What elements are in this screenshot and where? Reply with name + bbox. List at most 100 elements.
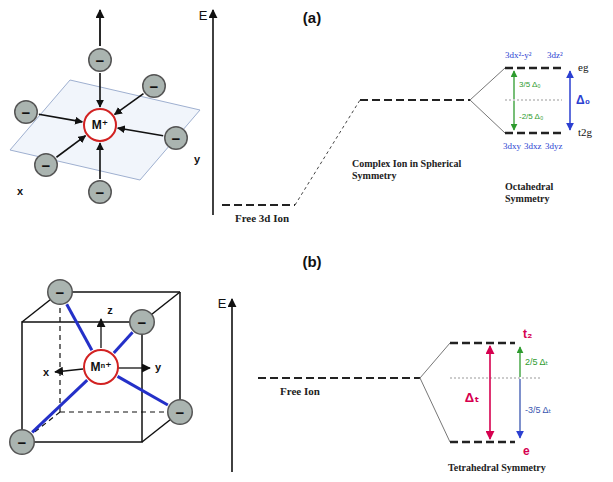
- z-axis: [99, 10, 101, 46]
- node-text: −: [96, 185, 105, 200]
- node-circle: [48, 280, 73, 305]
- t2g-level: [505, 132, 562, 135]
- split-arrow: [519, 379, 520, 438]
- ligand-charge: −: [164, 126, 188, 150]
- barycentre-line: [450, 378, 540, 379]
- diagram-label: z: [107, 304, 113, 317]
- diagram-label: (a): [303, 9, 321, 27]
- node-circle: [35, 154, 58, 177]
- connector: [32, 380, 87, 432]
- energy-level: [222, 204, 295, 206]
- node-text: −: [56, 285, 65, 300]
- node-circle: [168, 400, 193, 425]
- connector: [118, 376, 168, 405]
- node-text: M⁺: [92, 119, 108, 131]
- connector: [56, 136, 85, 158]
- diagram-label: 3dz²: [547, 50, 563, 61]
- node-circle: [10, 430, 35, 455]
- ligand-charge: −: [88, 180, 112, 204]
- diagram-label: E: [199, 8, 208, 24]
- diagram-label: 3dxz: [524, 141, 542, 152]
- ligand-charge: −: [142, 74, 166, 98]
- node-circle: [89, 49, 112, 72]
- ligand-charge: −: [47, 279, 73, 305]
- connector: [67, 304, 92, 350]
- ligand-charge: −: [14, 100, 38, 124]
- diagram-label: x: [17, 185, 23, 198]
- diagram-label: Octahedral Symmetry: [505, 181, 585, 205]
- energy-axis: [231, 299, 233, 472]
- node-circle: [15, 101, 38, 124]
- node-text: −: [150, 79, 159, 94]
- e-level: [450, 441, 515, 444]
- split-line: [420, 343, 450, 378]
- ligand-charge: −: [88, 48, 112, 72]
- node-circle: [89, 181, 112, 204]
- cube-edge: [60, 291, 180, 293]
- node-circle: [84, 350, 118, 384]
- node-circle: [84, 109, 116, 141]
- node-circle: [143, 75, 166, 98]
- node-text: −: [22, 105, 31, 120]
- connector: [99, 73, 101, 107]
- t2-level: [450, 342, 515, 345]
- diagram-label: Free 3d Ion: [235, 212, 289, 225]
- diagram-label: -2/5 Δ₀: [519, 112, 543, 122]
- split-arrow: [513, 101, 514, 130]
- node-text: −: [138, 315, 147, 330]
- diagram-label: E: [218, 296, 227, 312]
- diagram-label: 3/5 Δ₀: [519, 80, 541, 90]
- eg-level: [505, 67, 562, 70]
- diagram-label: (b): [302, 253, 321, 271]
- diagram-label: Free Ion: [280, 385, 320, 398]
- connector: [118, 128, 163, 136]
- energy-level: [258, 377, 420, 379]
- node-text: Mⁿ⁺: [90, 361, 111, 373]
- node-text: −: [42, 158, 51, 173]
- diagram-label: 2/5 Δₜ: [525, 357, 548, 368]
- connector: [114, 332, 133, 353]
- energy-level: [360, 99, 470, 101]
- diagram-label: 3dx²-y²: [505, 50, 531, 61]
- diagram-label: Δ₀: [576, 93, 590, 107]
- y-axis: [118, 367, 150, 368]
- connector: [39, 114, 82, 122]
- delta-arrow: [569, 71, 571, 130]
- diagram-label: Complex Ion in Spherical Symmetry: [352, 158, 467, 182]
- diagram-label: x: [43, 366, 49, 379]
- split-line: [470, 68, 505, 100]
- node-circle: [130, 310, 155, 335]
- diagram-label: y: [194, 153, 200, 166]
- xy-plane: [10, 80, 200, 180]
- split-line: [470, 100, 505, 133]
- z-axis: [100, 319, 101, 348]
- hidden-edge: [60, 411, 180, 412]
- hidden-edge: [59, 292, 60, 412]
- ligand-charge: −: [167, 399, 193, 425]
- diagram-label: eg: [578, 61, 588, 74]
- ligand-charge: −: [34, 153, 58, 177]
- ligand-charge: −: [9, 429, 35, 455]
- diagram-label: y: [155, 361, 161, 374]
- cube-edge: [179, 292, 181, 412]
- metal-ion: M⁺: [83, 108, 117, 142]
- connector: [115, 94, 144, 115]
- split-arrow: [513, 71, 514, 99]
- energy-axis: [212, 10, 214, 215]
- node-text: −: [18, 435, 27, 450]
- node-circle: [165, 127, 188, 150]
- x-axis: [55, 369, 83, 372]
- split-arrow: [519, 347, 520, 377]
- split-line: [420, 378, 450, 442]
- diagram-label: 3dyz: [545, 141, 563, 152]
- node-text: −: [96, 53, 105, 68]
- diagram-label: t₂: [523, 327, 532, 341]
- cube-front: [22, 322, 142, 442]
- metal-ion: Mⁿ⁺: [83, 349, 119, 385]
- diagram-label: e: [523, 444, 530, 458]
- node-text: −: [172, 131, 181, 146]
